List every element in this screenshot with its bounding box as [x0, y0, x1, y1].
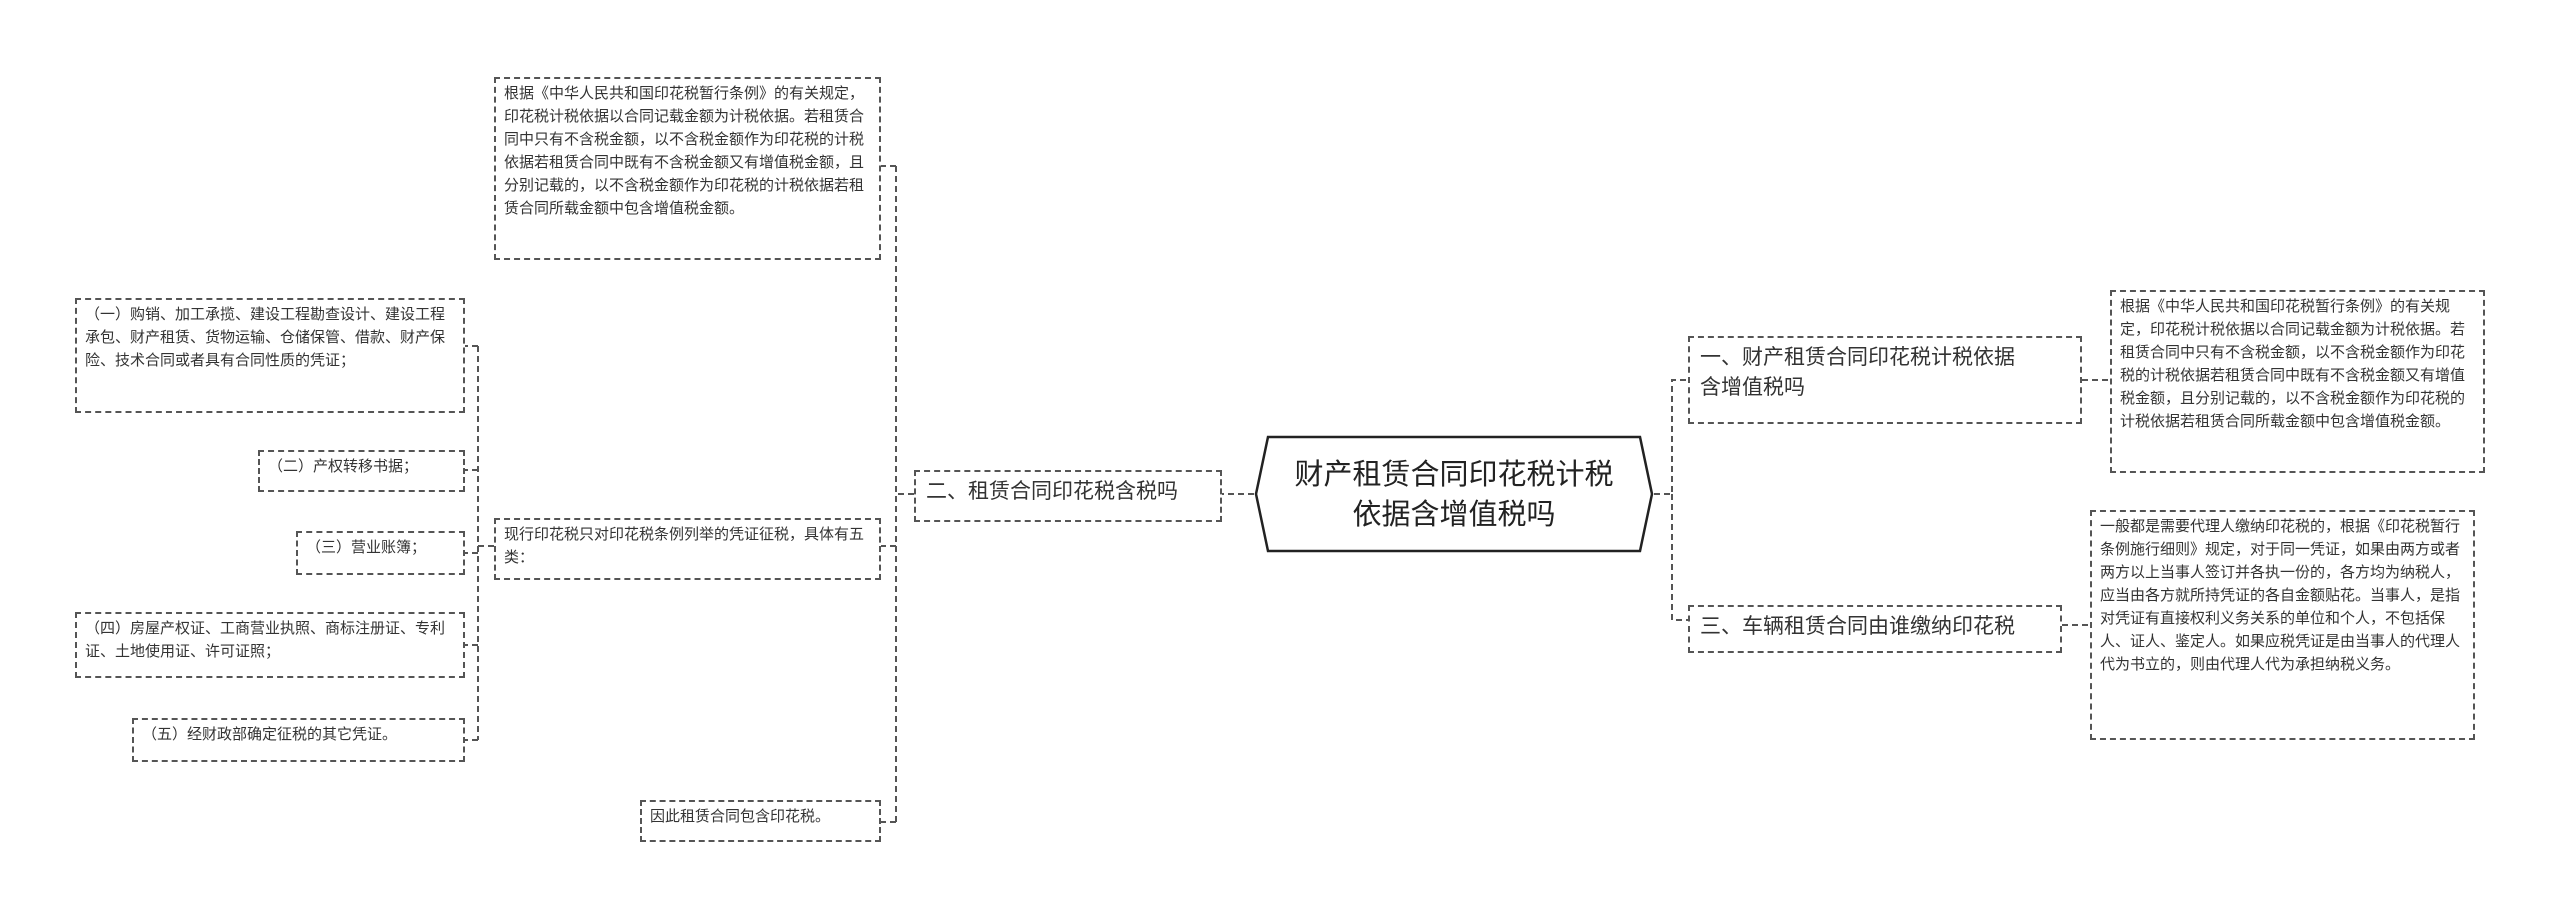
branch-node-1[interactable]: 一、财产租赁合同印花税计税依据 含增值税吗: [1688, 336, 2082, 424]
leaf-b1-text[interactable]: 根据《中华人民共和国印花税暂行条例》的有关规定，印花税计税依据以合同记载金额为计…: [2110, 290, 2485, 473]
leaf-b2-text1[interactable]: 根据《中华人民共和国印花税暂行条例》的有关规定，印花税计税依据以合同记载金额为计…: [494, 77, 881, 260]
connector-root-b1: [1654, 379, 1688, 495]
sub-item-4[interactable]: （四）房屋产权证、工商营业执照、商标注册证、专利证、土地使用证、许可证照；: [75, 612, 465, 678]
connector-root-b3: [1671, 494, 1688, 621]
leaf-b3-text[interactable]: 一般都是需要代理人缴纳印花税的，根据《印花税暂行条例施行细则》规定，对于同一凭证…: [2090, 510, 2475, 740]
leaf-b2-text2[interactable]: 现行印花税只对印花税条例列举的凭证征税，具体有五类：: [494, 518, 881, 580]
branch-node-2[interactable]: 二、租赁合同印花税含税吗: [914, 470, 1222, 522]
root-title: 财产租赁合同印花税计税 依据含增值税吗: [1294, 457, 1614, 531]
branch-node-3[interactable]: 三、车辆租赁合同由谁缴纳印花税: [1688, 605, 2062, 653]
connector-b2-leaves: [881, 165, 914, 823]
sub-item-3[interactable]: （三）营业账簿；: [296, 531, 465, 575]
sub-item-5[interactable]: （五）经财政部确定征税的其它凭证。: [132, 718, 465, 762]
connector-text2-subs: [465, 345, 494, 741]
root-node[interactable]: 财产租赁合同印花税计税 依据含增值税吗: [1254, 435, 1654, 553]
sub-item-2[interactable]: （二）产权转移书据；: [258, 450, 465, 492]
leaf-b2-text3[interactable]: 因此租赁合同包含印花税。: [640, 800, 881, 842]
sub-item-1[interactable]: （一）购销、加工承揽、建设工程勘查设计、建设工程承包、财产租赁、货物运输、仓储保…: [75, 298, 465, 413]
root-hexagon-shape: [1254, 435, 1654, 553]
